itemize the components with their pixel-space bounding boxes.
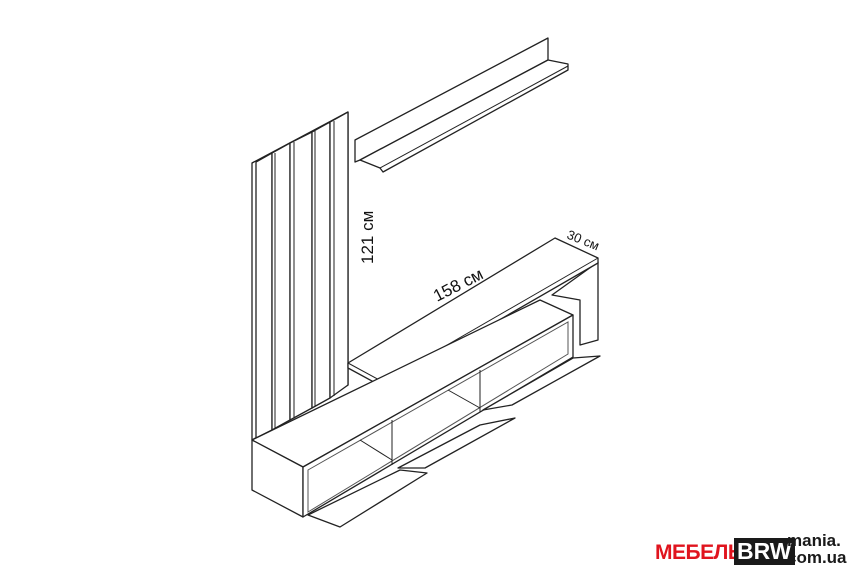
logo-site-line2: com.ua: [787, 548, 847, 567]
cabinet-doors: [307, 355, 601, 528]
low-cabinet: [251, 299, 574, 518]
door-3[interactable]: [482, 355, 601, 411]
door-2[interactable]: [397, 417, 516, 469]
slatted-wall-panel: [251, 111, 349, 441]
door-1[interactable]: [307, 469, 428, 528]
mebel-brw-mania-logo: МЕБЕЛЬ BRW mania. com.ua: [655, 520, 855, 566]
logo-text-site: mania. com.ua: [787, 532, 847, 566]
logo-text-brw: BRW: [734, 538, 795, 565]
logo-text-mebel: МЕБЕЛЬ: [655, 541, 743, 564]
wall-shelf: [354, 37, 569, 173]
height-dimension: 121 см: [358, 211, 377, 264]
logo-site-line1: mania.: [787, 531, 841, 550]
